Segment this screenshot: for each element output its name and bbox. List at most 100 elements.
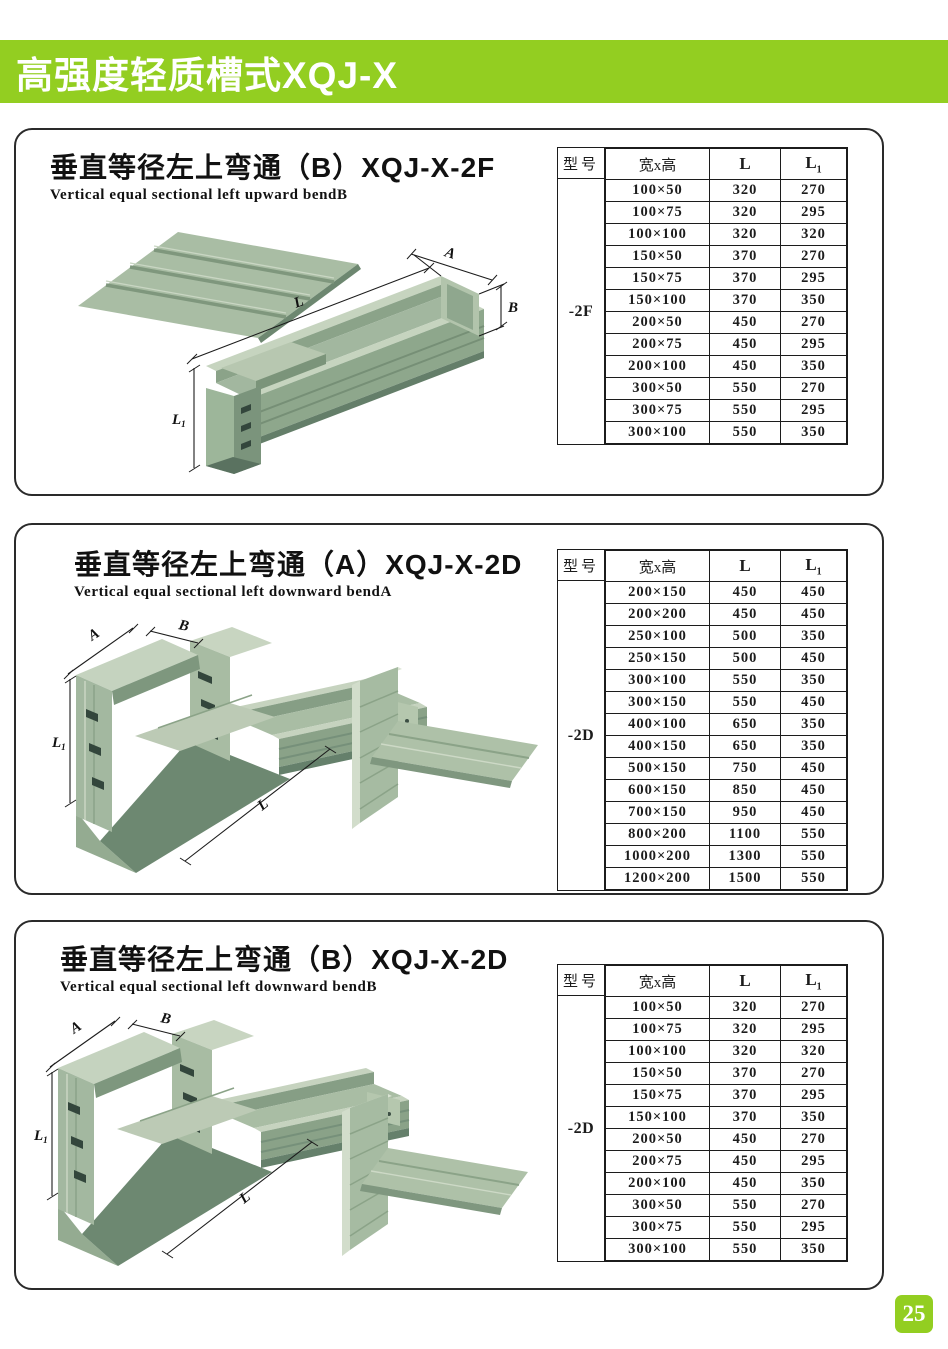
- col-size: 宽x高: [605, 148, 710, 180]
- table-cell: 295: [780, 1216, 847, 1239]
- table-cell: 300×100: [605, 421, 710, 444]
- table-cell: 500×150: [605, 757, 710, 780]
- table-cell: 100×75: [605, 201, 710, 224]
- dim-label-l1: L1: [171, 412, 186, 429]
- table-cell: 295: [780, 267, 847, 290]
- table-cell: 700×150: [605, 801, 710, 824]
- section-title-cn: 垂直等径左上弯通（B）XQJ-X-2F: [50, 152, 496, 183]
- dim-label-a: A: [442, 244, 457, 263]
- table-cell: 550: [709, 377, 781, 400]
- section-title-en: Vertical equal sectional left downward b…: [74, 584, 392, 600]
- model-header: 型号: [558, 965, 604, 996]
- table-cell: 550: [709, 669, 781, 692]
- table-cell: 450: [709, 1128, 781, 1151]
- table-cell: 400×150: [605, 735, 710, 758]
- dimension-lines: [186, 248, 508, 473]
- table-cell: 270: [780, 179, 847, 202]
- table-cell: 550: [709, 1238, 781, 1261]
- table-cell: 270: [780, 377, 847, 400]
- table-cell: 800×200: [605, 823, 710, 846]
- section-2d-b: 垂直等径左上弯通（B）XQJ-X-2D Vertical equal secti…: [14, 920, 884, 1290]
- col-l: L: [709, 550, 781, 582]
- table-cell: 370: [709, 1106, 781, 1129]
- col-size: 宽x高: [605, 965, 710, 997]
- table-cell: 100×100: [605, 1040, 710, 1063]
- table-cell: 150×100: [605, 1106, 710, 1129]
- table-cell: 320: [709, 1040, 781, 1063]
- table-cell: 450: [709, 355, 781, 378]
- table-cell: 320: [780, 223, 847, 246]
- table-cell: 300×50: [605, 377, 710, 400]
- page-title: 高强度轻质槽式XQJ-X: [16, 54, 399, 96]
- table-cell: 400×100: [605, 713, 710, 736]
- table-cell: 1000×200: [605, 845, 710, 868]
- model-header: 型号: [558, 148, 604, 179]
- table-cell: 370: [709, 1084, 781, 1107]
- table-cell: 150×100: [605, 289, 710, 312]
- table-cell: 650: [709, 713, 781, 736]
- table-cell: 450: [709, 1172, 781, 1195]
- model-column: 型号 -2D: [558, 550, 605, 890]
- table-cell: 295: [780, 399, 847, 422]
- table-cell: 750: [709, 757, 781, 780]
- table-cell: 320: [780, 1040, 847, 1063]
- table-cell: 270: [780, 1194, 847, 1217]
- table-cell: 200×100: [605, 355, 710, 378]
- table-cell: 1100: [709, 823, 781, 846]
- table-cell: 270: [780, 245, 847, 268]
- table-cell: 350: [780, 713, 847, 736]
- section-title-en: Vertical equal sectional left upward ben…: [50, 187, 348, 203]
- table-cell: 350: [780, 669, 847, 692]
- header-band: 高强度轻质槽式XQJ-X: [0, 40, 948, 103]
- table-cell: 320: [709, 223, 781, 246]
- table-cell: 270: [780, 311, 847, 334]
- table-cell: 200×150: [605, 581, 710, 604]
- page-number-badge: 25: [895, 1295, 933, 1333]
- table-cell: 350: [780, 1238, 847, 1261]
- table-cell: 350: [780, 735, 847, 758]
- col-l1: L1: [780, 148, 847, 180]
- table-cell: 450: [709, 311, 781, 334]
- table-cell: 450: [709, 1150, 781, 1173]
- table-cell: 550: [709, 421, 781, 444]
- dim-label-l1: L1: [51, 735, 66, 752]
- table-cell: 450: [780, 603, 847, 626]
- table-cell: 350: [780, 289, 847, 312]
- table-cell: 300×75: [605, 399, 710, 422]
- table-cell: 270: [780, 1128, 847, 1151]
- table-cell: 300×50: [605, 1194, 710, 1217]
- table-cell: 550: [780, 823, 847, 846]
- section-title-en: Vertical equal sectional left downward b…: [60, 979, 378, 995]
- model-column: 型号 -2D: [558, 965, 605, 1261]
- table-cell: 100×50: [605, 996, 710, 1019]
- model-header: 型号: [558, 550, 604, 581]
- table-cell: 200×50: [605, 1128, 710, 1151]
- table-cell: 450: [780, 757, 847, 780]
- table-cell: 200×200: [605, 603, 710, 626]
- table-cell: 350: [780, 1172, 847, 1195]
- table-cell: 150×50: [605, 1062, 710, 1085]
